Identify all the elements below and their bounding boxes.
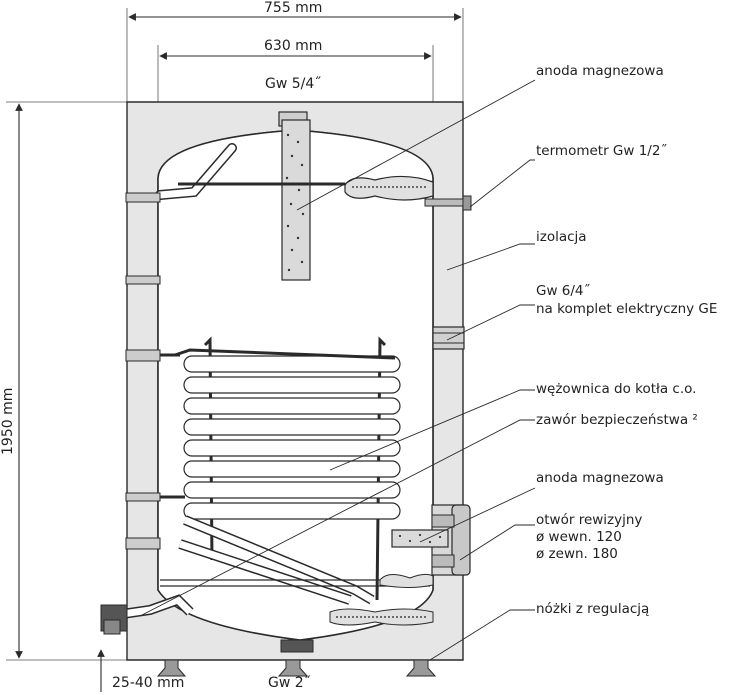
heating-coil bbox=[183, 355, 401, 520]
thermometer-connector bbox=[424, 198, 466, 207]
insulation-label: izolacja bbox=[536, 229, 587, 245]
valve-label: zawór bezpieczeństwa ² bbox=[536, 412, 698, 428]
anode-bottom bbox=[391, 529, 449, 548]
height-label: 1950 mm bbox=[0, 387, 16, 455]
leader-lines bbox=[141, 79, 536, 661]
feet-label: nóżki z regulacją bbox=[536, 601, 650, 617]
inner-width-label: 630 mm bbox=[264, 38, 323, 54]
thermometer-label: termometr Gw 1/2˝ bbox=[536, 143, 668, 159]
bottom-connection-label: Gw 2˝ bbox=[268, 675, 311, 691]
heater-label-line2: na komplet elektryczny GE bbox=[536, 301, 718, 317]
inspection-label-line2: ø wewn. 120 bbox=[536, 529, 622, 545]
heater-label-line1: Gw 6/4˝ bbox=[536, 283, 591, 299]
top-connection-label: Gw 5/4˝ bbox=[265, 76, 322, 92]
anode-top bbox=[281, 119, 311, 281]
feet-dimension-label: 25-40 mm bbox=[112, 675, 185, 691]
inspection-label-line1: otwór rewizyjny bbox=[536, 512, 643, 528]
coil-inlet bbox=[174, 348, 396, 360]
anode-bottom-label: anoda magnezowa bbox=[536, 470, 664, 486]
lower-sensor-well bbox=[379, 573, 434, 588]
heater-connection bbox=[432, 326, 465, 350]
left-stubs bbox=[125, 192, 161, 550]
anode-top-label: anoda magnezowa bbox=[536, 63, 664, 79]
adjustable-feet bbox=[156, 659, 437, 677]
anode-top-dots bbox=[285, 133, 305, 272]
thermometer-well bbox=[344, 175, 434, 201]
bottom-connection bbox=[280, 639, 314, 653]
dimension-arrows bbox=[15, 13, 462, 692]
inspection-label-line3: ø zewn. 180 bbox=[536, 546, 618, 562]
coil-label: wężownica do kotła c.o. bbox=[536, 381, 697, 397]
outer-width-label: 755 mm bbox=[264, 0, 323, 16]
